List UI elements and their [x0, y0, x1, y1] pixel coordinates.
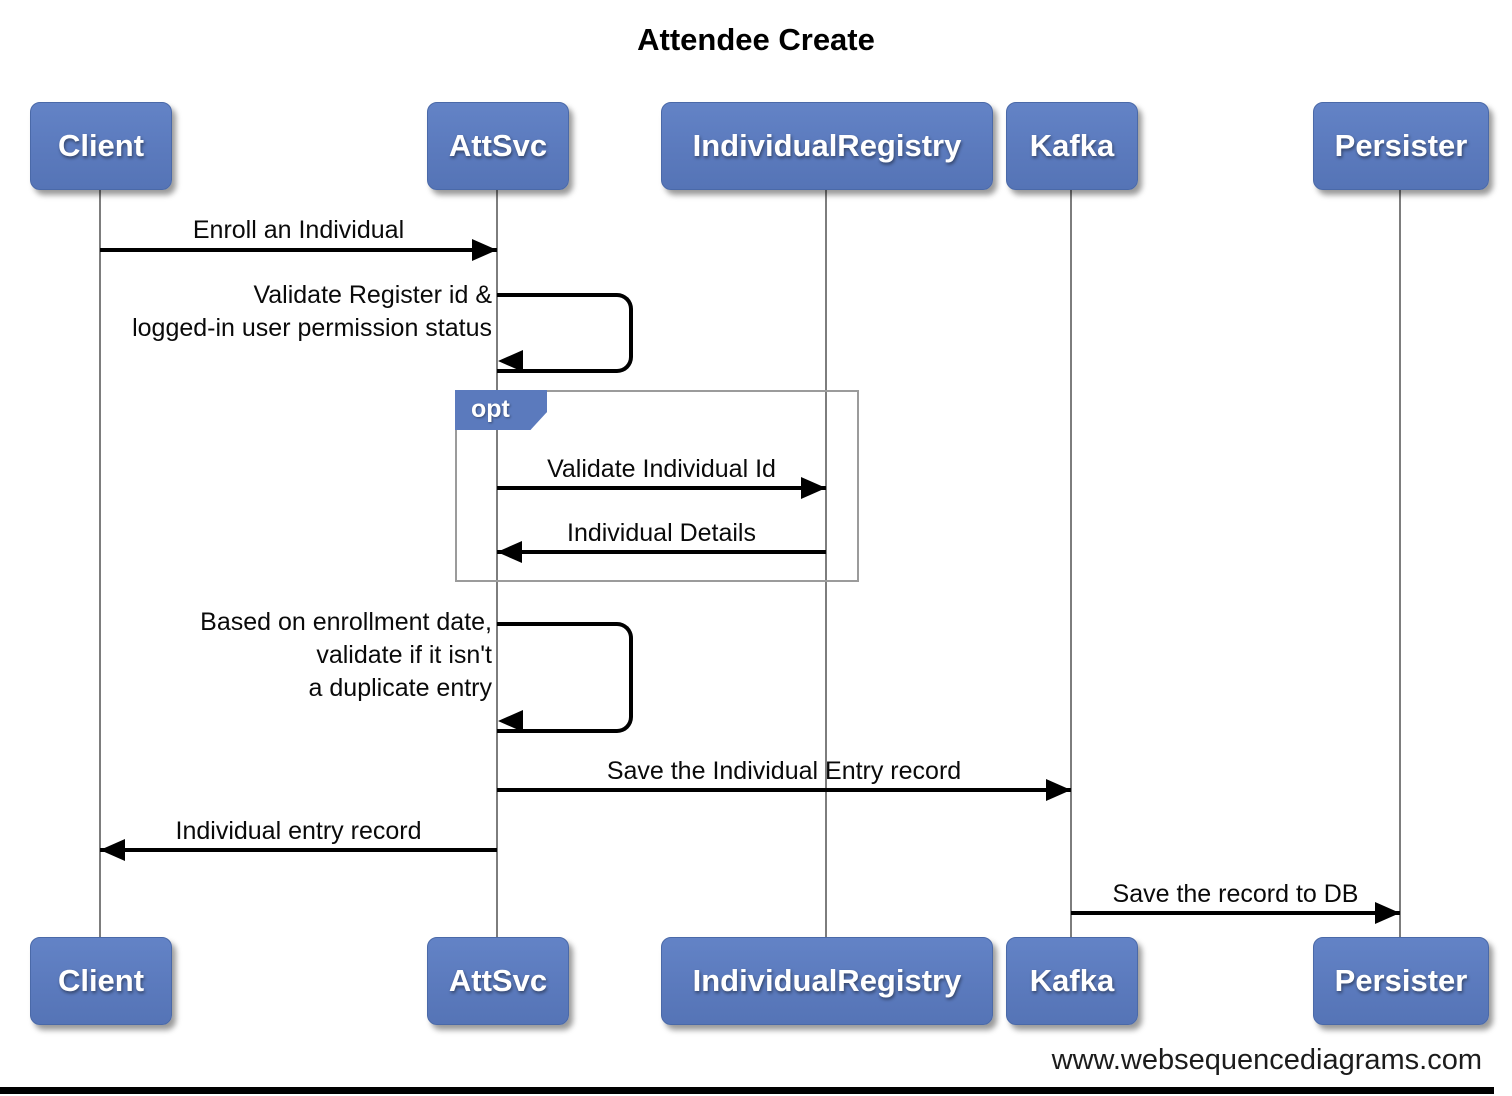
opt-fragment-frame: opt [455, 390, 859, 582]
actor-top-client: Client [30, 102, 172, 190]
lifeline-individualregistry [825, 190, 827, 937]
arrowhead-right [472, 239, 497, 261]
message-label-line: Based on enrollment date, [200, 608, 492, 636]
message-label-enroll-individual: Enroll an Individual [192, 216, 405, 244]
message-label-line: Validate Register id & [253, 281, 492, 309]
message-line-enroll-individual [100, 248, 497, 252]
lifeline-attsvc [496, 190, 498, 937]
actor-bottom-attsvc: AttSvc [427, 937, 569, 1025]
message-label-line: logged-in user permission status [132, 314, 492, 342]
opt-fragment-tab [455, 390, 547, 430]
actor-top-persister: Persister [1313, 102, 1489, 190]
message-label-individual-details: Individual Details [567, 519, 756, 547]
message-line-validate-individual-id [497, 486, 826, 490]
actor-bottom-client: Client [30, 937, 172, 1025]
message-label-validate-individual-id: Validate Individual Id [547, 455, 776, 483]
self-message-loop [497, 293, 633, 373]
message-label-line: a duplicate entry [308, 674, 492, 702]
lifeline-client [99, 190, 101, 937]
message-label-line: validate if it isn't [316, 641, 492, 669]
arrowhead-right [801, 477, 826, 499]
message-line-individual-details [497, 550, 826, 554]
diagram-title: Attendee Create [637, 22, 875, 57]
self-message-loop [497, 622, 633, 733]
message-label-duplicate-check: Based on enrollment date, validate if it… [100, 606, 492, 705]
lifeline-kafka [1070, 190, 1072, 937]
message-label-save-entry-record: Save the Individual Entry record [606, 757, 962, 785]
watermark-text: www.websequencediagrams.com [1051, 1044, 1482, 1076]
actor-bottom-kafka: Kafka [1006, 937, 1138, 1025]
bottom-black-bar [0, 1087, 1494, 1094]
message-line-save-record-db [1071, 911, 1400, 915]
arrowhead-left [498, 350, 523, 372]
message-label-individual-entry-record: Individual entry record [175, 817, 422, 845]
arrowhead-left [100, 839, 125, 861]
opt-fragment-label: opt [471, 395, 510, 423]
arrowhead-right [1375, 902, 1400, 924]
actor-top-attsvc: AttSvc [427, 102, 569, 190]
arrowhead-left [498, 710, 523, 732]
arrowhead-right [1046, 779, 1071, 801]
actor-bottom-individualregistry: IndividualRegistry [661, 937, 993, 1025]
actor-bottom-persister: Persister [1313, 937, 1489, 1025]
message-line-individual-entry-record [100, 848, 497, 852]
arrowhead-left [497, 541, 522, 563]
actor-top-kafka: Kafka [1006, 102, 1138, 190]
message-line-save-entry-record [497, 788, 1071, 792]
message-label-save-record-db: Save the record to DB [1112, 880, 1359, 908]
actor-top-individualregistry: IndividualRegistry [661, 102, 993, 190]
message-label-validate-register: Validate Register id & logged-in user pe… [100, 279, 492, 345]
lifeline-persister [1399, 190, 1401, 937]
